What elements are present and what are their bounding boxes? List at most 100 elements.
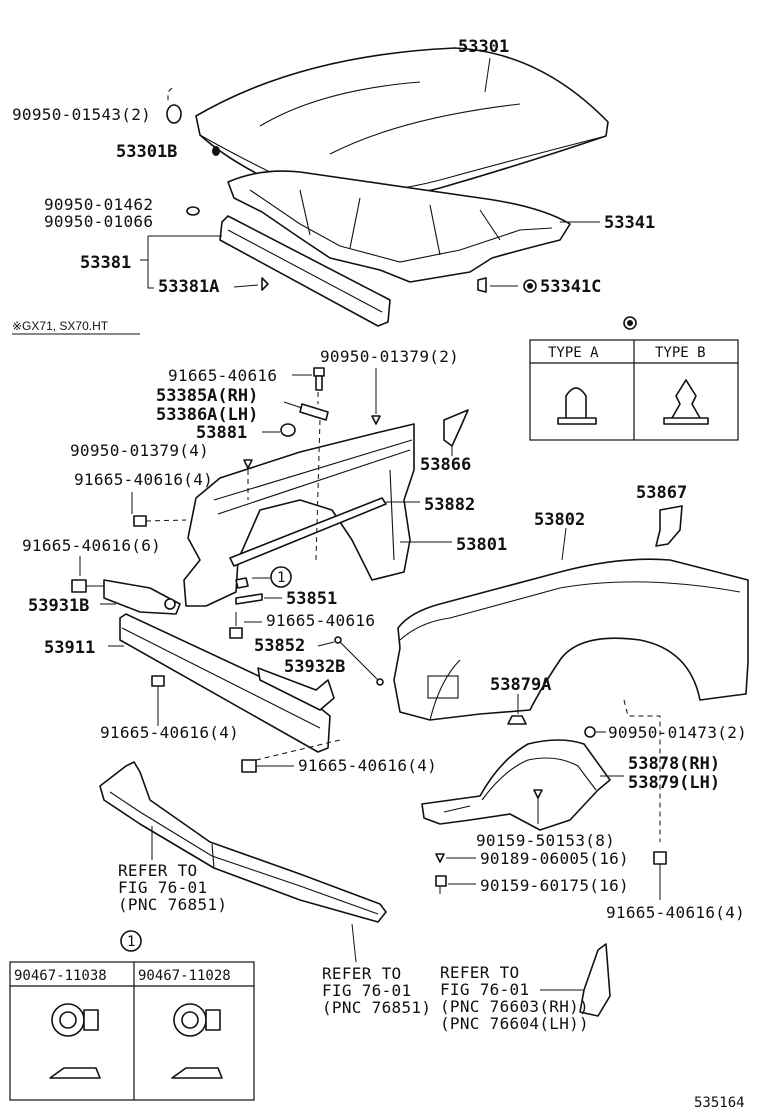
nut-table (9, 930, 255, 1101)
label-seal: 53381 (80, 253, 131, 273)
bolt-6-icon (71, 556, 104, 593)
clip-type-table (529, 316, 739, 441)
refer-left-line3: (PNC 76851) (118, 895, 227, 914)
label-clip-b: 90950-01066 (44, 212, 153, 231)
hinge-bracket-icon (283, 392, 329, 561)
label-53931b: 53931B (28, 596, 89, 616)
label-clip-top: 90950-01379(2) (320, 347, 459, 366)
label-bolt-4a: 91665-40616(4) (74, 470, 213, 489)
front-spoiler (99, 761, 387, 963)
nut-table-col1: 90467-11038 (14, 968, 107, 984)
label-bolt-mid: 91665-40616 (266, 611, 375, 630)
rod-53852 (334, 636, 384, 686)
nut-table-col2: 90467-11028 (138, 968, 231, 984)
fender-bracket-53866 (443, 409, 469, 456)
insulator-clip-c-icon (477, 277, 537, 293)
clip-2b-icon (584, 699, 661, 842)
label-liner-rh: 53878(RH) (628, 754, 720, 774)
clip-4-icon (243, 459, 253, 500)
rod-leader (317, 641, 335, 647)
label-bolt-top: 91665-40616 (168, 366, 277, 385)
apron-brace (229, 497, 420, 567)
fender-seal-53867 (655, 505, 683, 547)
circle-1-label: 1 (277, 570, 285, 586)
label-53911: 53911 (44, 638, 95, 658)
refer-left-line1: REFER TO (118, 861, 197, 880)
type-a-clip-icon (557, 387, 597, 425)
label-53932b: 53932B (284, 657, 345, 677)
refer-right-line2: FIG 76-01 (440, 980, 529, 999)
label-hood: 53301 (458, 37, 509, 57)
front-valance-53911 (108, 613, 331, 753)
label-apron: 53801 (456, 535, 507, 555)
label-53867: 53867 (636, 483, 687, 503)
label-seal-clip: 53381A (158, 277, 219, 297)
refer-mid-line1: REFER TO (322, 964, 401, 983)
bumper-icon-53881 (262, 423, 296, 437)
label-bolt-6: 91665-40616(6) (22, 536, 161, 555)
clip-53879a-icon (507, 694, 527, 725)
hood-insulator (227, 170, 600, 283)
mud-flap (540, 943, 611, 1017)
top-clip-icon (371, 368, 381, 425)
fender-apron (183, 423, 452, 607)
bracket-53932b (257, 667, 335, 711)
label-brace: 53882 (424, 495, 475, 515)
refer-left-line2: FIG 76-01 (118, 878, 207, 897)
bolt-mid-icon (229, 612, 262, 639)
refer-mid-line3: (PNC 76851) (322, 998, 431, 1017)
document-number: 535164 (694, 1095, 745, 1111)
label-hood-clip: 90950-01543(2) (12, 105, 151, 124)
label-bolt-4d: 91665-40616(4) (606, 903, 745, 922)
seal-clip-icon (233, 277, 269, 291)
label-53879a: 53879A (490, 675, 551, 695)
front-fender (393, 527, 749, 721)
refer-right-line3: (PNC 76603(RH)) (440, 997, 589, 1016)
type-b-clip-icon (663, 379, 709, 425)
label-insulator-clip-c: 53341C (540, 277, 601, 297)
label-liner-lh: 53879(LH) (628, 773, 720, 793)
label-bolt-4c: 91665-40616(4) (298, 756, 437, 775)
hood-seal (219, 215, 391, 327)
label-clip-4: 90950-01379(4) (70, 441, 209, 460)
label-insulator: 53341 (604, 213, 655, 233)
label-bolt-4b: 91665-40616(4) (100, 723, 239, 742)
insulator-clip-icon (186, 206, 200, 216)
label-hinge-lh: 53386A(LH) (156, 405, 258, 425)
screw-8-icon (533, 789, 543, 824)
hinge-bolt-icon (292, 367, 325, 391)
refer-right-line1: REFER TO (440, 963, 519, 982)
label-hood-cushion: 53301B (116, 142, 177, 162)
circle-1-marker (235, 566, 292, 589)
label-53881: 53881 (196, 423, 247, 443)
type-a-header: TYPE A (548, 345, 599, 361)
screw-16-icon (435, 875, 476, 894)
label-hinge-rh: 53385A(RH) (156, 386, 258, 406)
refer-mid-line2: FIG 76-01 (322, 981, 411, 1000)
bolt-4a-icon (131, 492, 187, 527)
label-53866: 53866 (420, 455, 471, 475)
label-53851: 53851 (286, 589, 337, 609)
bolt-4b-icon (151, 675, 165, 726)
hood-clip-icon (166, 87, 182, 124)
seal-leader (140, 235, 222, 289)
label-screw-8: 90159-50153(8) (476, 831, 615, 850)
bolt-4c-icon (241, 739, 341, 773)
label-nut-16: 90189-06005(16) (480, 849, 629, 868)
nut-table-circle-label: 1 (127, 934, 135, 950)
refer-right-line4: (PNC 76604(LH)) (440, 1014, 589, 1033)
hood-cushion-icon (212, 146, 220, 156)
type-b-header: TYPE B (655, 345, 706, 361)
label-clip-a: 90950-01462 (44, 195, 153, 214)
label-screw-16: 90159-60175(16) (480, 876, 629, 895)
model-note: ※GX71, SX70.HT (12, 319, 109, 333)
fender-liner (421, 739, 624, 831)
label-front-fender: 53802 (534, 510, 585, 530)
radiator-support-bracket-53931b (100, 579, 181, 615)
nut-16-icon (435, 853, 476, 863)
bolt-4d-icon (653, 851, 667, 900)
label-clip-2b: 90950-01473(2) (608, 723, 747, 742)
stay-53851 (235, 593, 282, 605)
label-53852: 53852 (254, 636, 305, 656)
